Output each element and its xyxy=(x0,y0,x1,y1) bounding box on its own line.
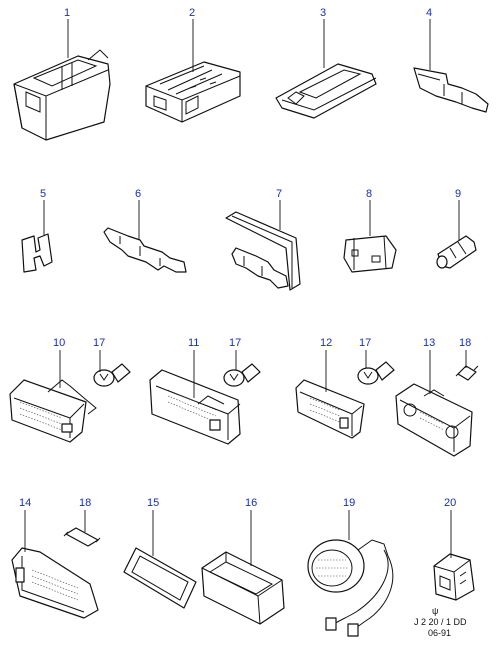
callout-11: 11 xyxy=(188,337,199,349)
part-18b-festoon-bulb xyxy=(63,527,101,547)
part-7-bracket xyxy=(225,211,301,291)
callout-1: 1 xyxy=(64,7,70,19)
part-1-housing xyxy=(13,49,111,141)
callout-3: 3 xyxy=(320,7,326,19)
callout-20: 20 xyxy=(444,497,456,509)
callout-16: 16 xyxy=(245,497,257,509)
callout-4: 4 xyxy=(426,7,432,19)
callout-17a: 17 xyxy=(93,337,105,349)
part-13-map-lamp xyxy=(395,383,473,457)
reference-code: J 2 20 / 1 DD xyxy=(414,617,467,627)
callout-7: 7 xyxy=(276,188,282,200)
part-17c-bulb xyxy=(357,361,395,385)
callout-2: 2 xyxy=(189,7,195,19)
part-8-socket xyxy=(343,235,397,273)
part-17b-bulb xyxy=(223,363,261,387)
callout-8: 8 xyxy=(366,188,372,200)
part-4-terminal xyxy=(413,67,489,113)
callout-5: 5 xyxy=(40,188,46,200)
part-19-spot-lamp xyxy=(307,539,394,637)
part-16-bezel xyxy=(201,551,285,625)
part-11-lamp xyxy=(149,369,241,445)
part-12-lamp xyxy=(295,379,365,439)
callout-15: 15 xyxy=(147,497,159,509)
reference-date: 06-91 xyxy=(428,628,451,638)
part-20-switch xyxy=(433,553,475,601)
part-17a-bulb xyxy=(93,363,131,387)
part-14-lamp-lens xyxy=(11,547,99,619)
part-9-bulb-holder xyxy=(436,235,477,269)
callout-17c: 17 xyxy=(359,337,371,349)
callout-14: 14 xyxy=(19,497,31,509)
part-18a-festoon-bulb xyxy=(455,365,479,381)
callout-18b: 18 xyxy=(79,497,91,509)
callout-18a: 18 xyxy=(459,337,471,349)
part-15-frame xyxy=(123,547,197,609)
callout-10: 10 xyxy=(53,337,65,349)
callout-6: 6 xyxy=(135,188,141,200)
callout-13: 13 xyxy=(423,337,435,349)
callout-9: 9 xyxy=(455,188,461,200)
part-2-relay-block xyxy=(145,61,241,123)
callout-19: 19 xyxy=(343,497,355,509)
reference-symbol: ψ xyxy=(432,606,438,616)
part-10-lamp xyxy=(9,379,97,443)
callout-12: 12 xyxy=(320,337,332,349)
part-3-cover xyxy=(275,63,377,119)
callout-17b: 17 xyxy=(229,337,241,349)
part-5-clip xyxy=(21,233,53,273)
part-6-terminal-strip xyxy=(103,227,187,273)
